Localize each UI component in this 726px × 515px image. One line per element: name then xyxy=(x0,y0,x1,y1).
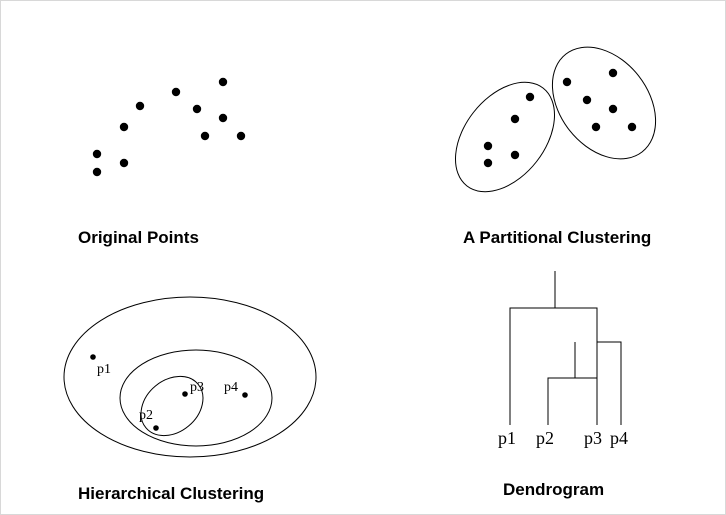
point-p4 xyxy=(242,392,248,398)
point xyxy=(582,95,592,105)
hierarchical-caption: Hierarchical Clustering xyxy=(78,484,264,503)
cluster-ellipse-left xyxy=(454,81,556,193)
cluster-ellipse-right xyxy=(551,46,657,160)
cluster-ellipse-middle xyxy=(119,349,273,447)
point xyxy=(483,141,493,151)
point xyxy=(591,122,601,132)
dendrogram-panel: p1 p2 p3 p4 Dendrogram xyxy=(498,271,628,499)
partitional-panel: A Partitional Clustering xyxy=(454,46,657,247)
point xyxy=(171,87,181,97)
point xyxy=(510,150,520,160)
point xyxy=(200,131,210,141)
point-label-p1: p1 xyxy=(97,362,111,377)
point xyxy=(483,158,493,168)
leaf-label-p4: p4 xyxy=(610,428,628,448)
point xyxy=(236,131,246,141)
dendrogram-tree xyxy=(509,271,622,425)
point-label-p2: p2 xyxy=(139,408,153,423)
point xyxy=(92,149,102,159)
leaf-label-p3: p3 xyxy=(584,428,602,448)
point xyxy=(192,104,202,114)
point xyxy=(608,104,618,114)
point-p2 xyxy=(153,425,159,431)
point xyxy=(218,77,228,87)
hierarchical-panel: p1 p2 p3 p4 Hierarchical Clustering xyxy=(63,296,317,503)
leaf-label-p2: p2 xyxy=(536,428,554,448)
leaf-label-p1: p1 xyxy=(498,428,516,448)
dendrogram-caption: Dendrogram xyxy=(503,480,604,499)
cluster-ellipse-inner xyxy=(140,375,204,437)
original-points-panel: Original Points xyxy=(78,77,246,247)
point xyxy=(119,158,129,168)
point xyxy=(119,122,129,132)
point-p3 xyxy=(182,391,188,397)
point xyxy=(218,113,228,123)
point-p1 xyxy=(90,354,96,360)
point xyxy=(92,167,102,177)
original-points-caption: Original Points xyxy=(78,228,199,247)
point xyxy=(627,122,637,132)
cluster-ellipse-outer xyxy=(63,296,317,458)
point xyxy=(135,101,145,111)
point xyxy=(525,92,535,102)
point xyxy=(608,68,618,78)
partitional-caption: A Partitional Clustering xyxy=(463,228,651,247)
point xyxy=(510,114,520,124)
point xyxy=(562,77,572,87)
point-label-p3: p3 xyxy=(190,380,204,395)
point-label-p4: p4 xyxy=(224,380,238,395)
